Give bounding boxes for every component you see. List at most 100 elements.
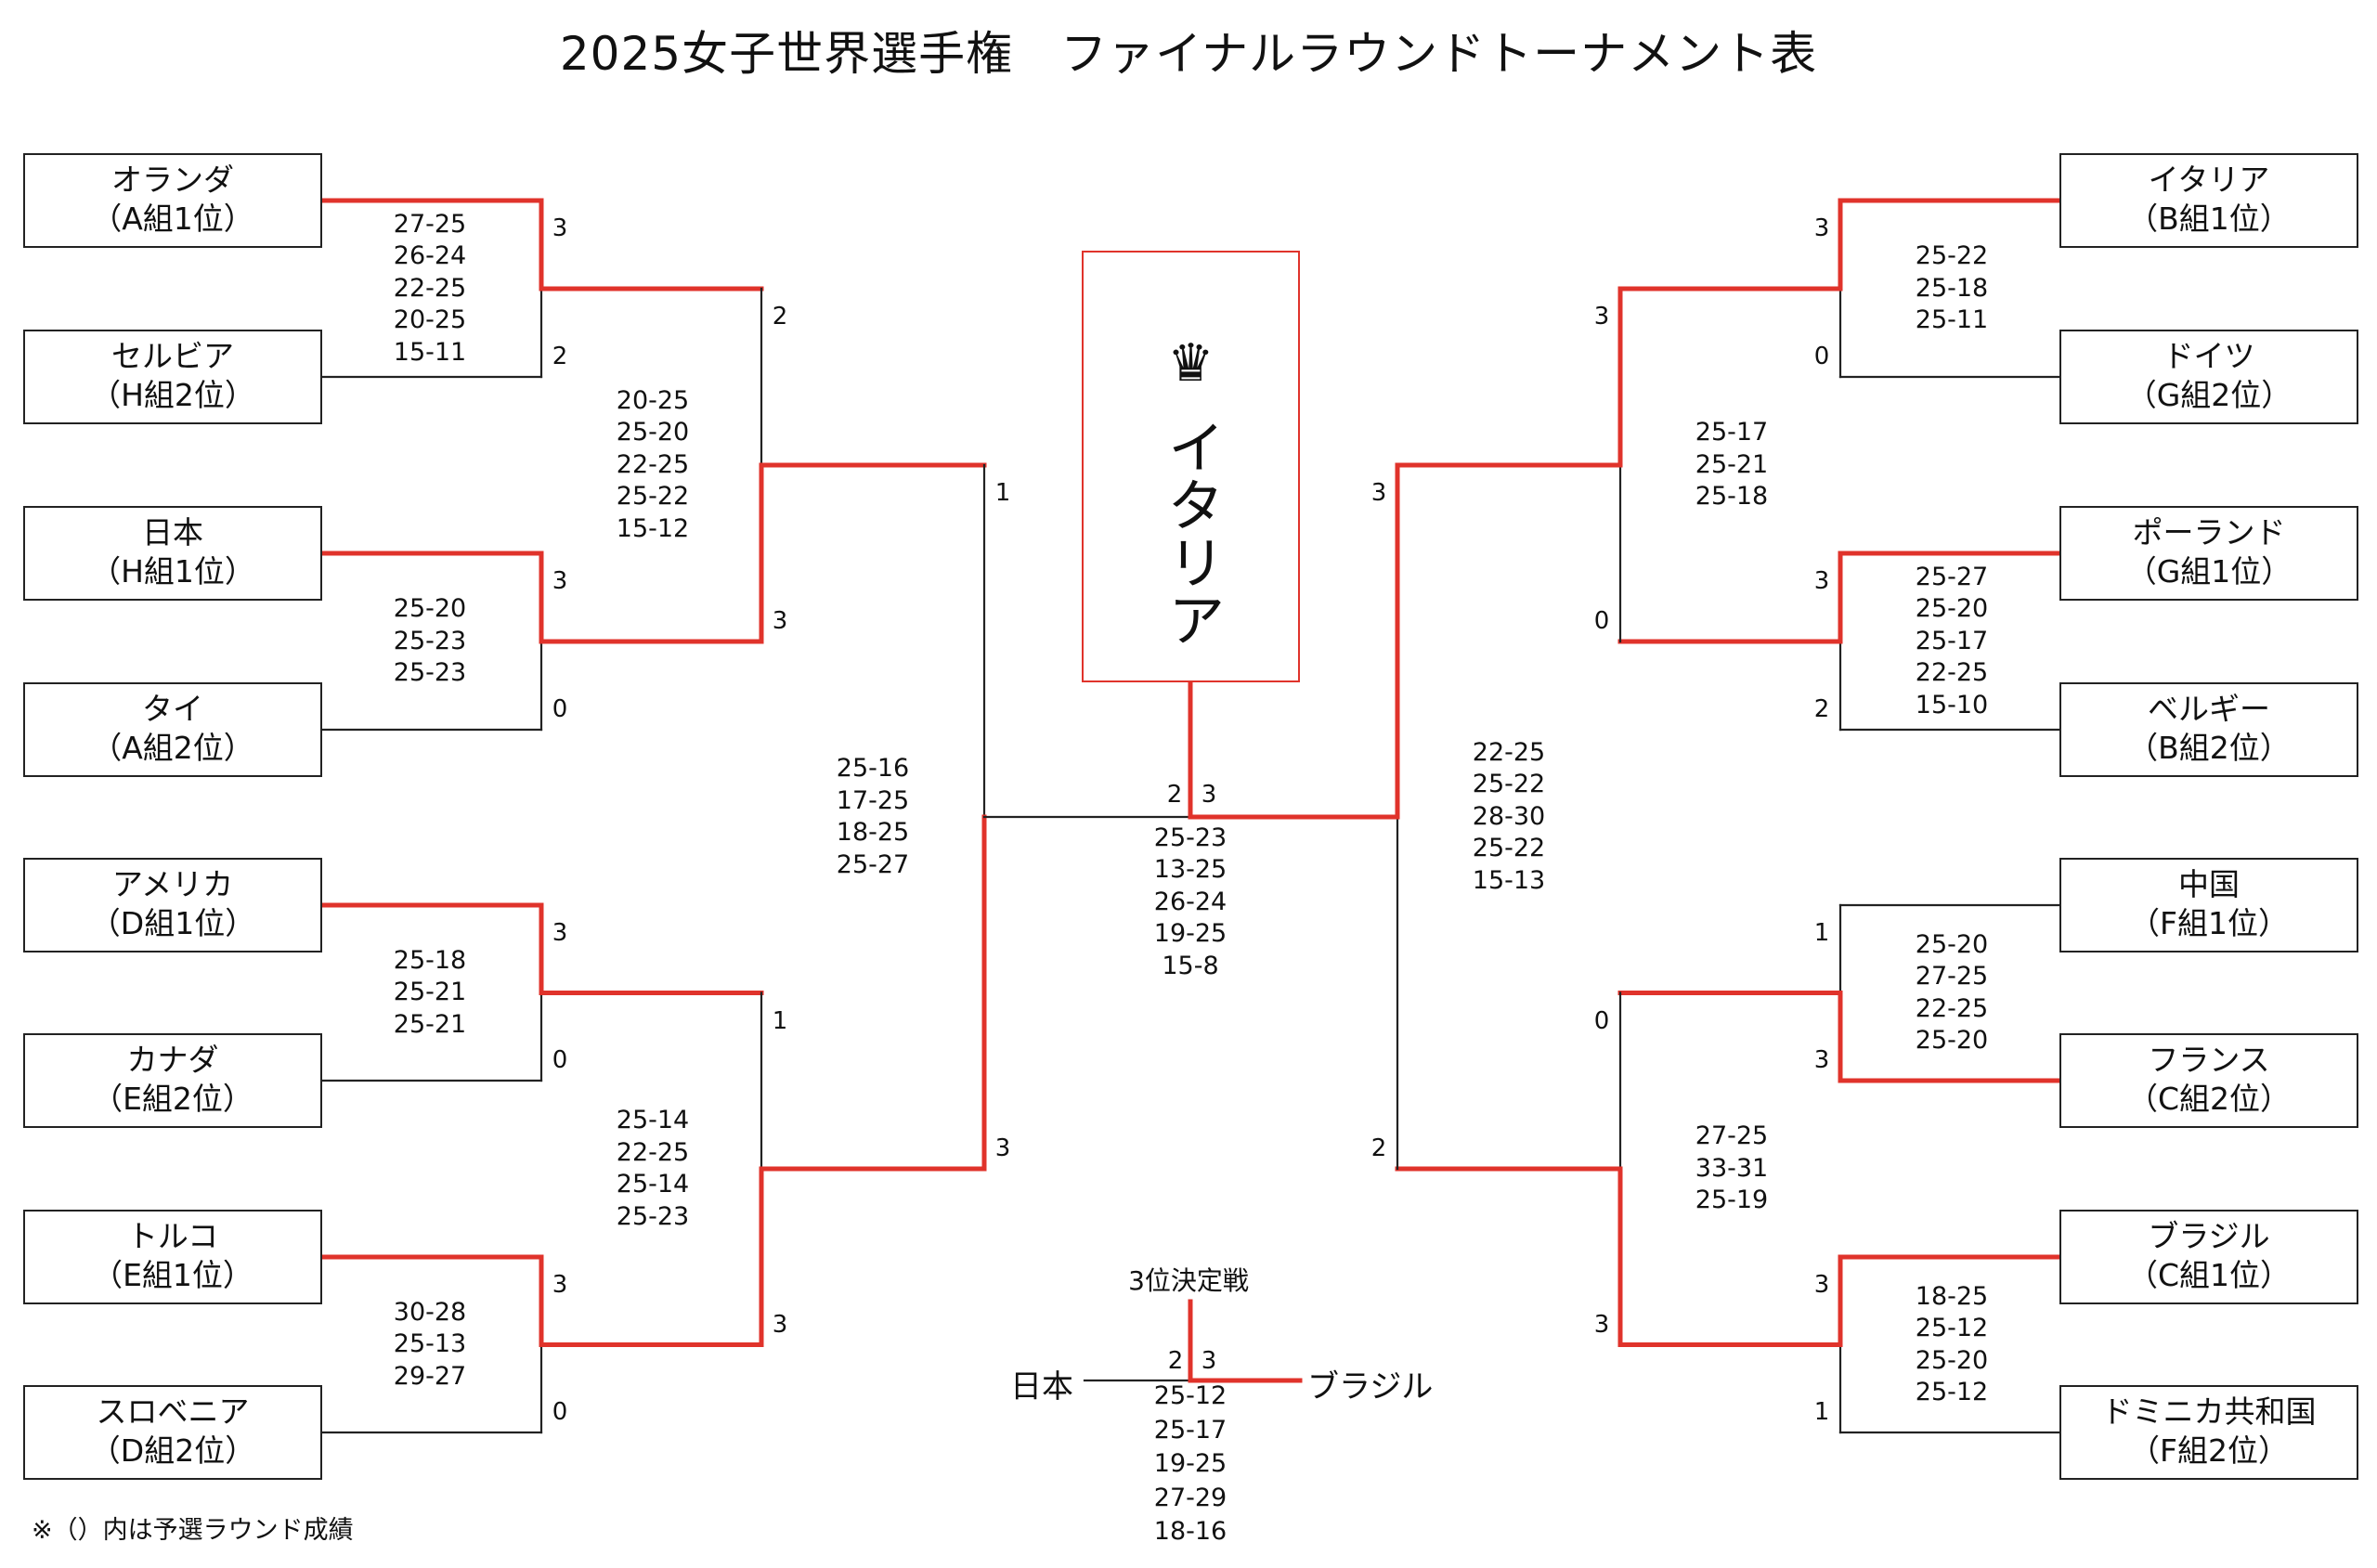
- champion-box: ♛ イタリア: [1082, 251, 1300, 682]
- set-score: 25-20: [1915, 1026, 1989, 1055]
- set-score: 25-22: [1472, 770, 1546, 799]
- set-score: 25-20: [616, 418, 690, 447]
- set-score: 18-25: [836, 818, 910, 847]
- matches-left_r1-0-score-bottom: 2: [552, 343, 568, 370]
- team-group: （H組2位）: [90, 377, 255, 413]
- team-box-left-2: 日本（H組1位）: [23, 506, 322, 601]
- set-score: 25-27: [836, 849, 910, 879]
- matches-left_r1-3-score-bottom: 0: [552, 1398, 568, 1426]
- set-score: 25-17: [1695, 418, 1769, 447]
- set-score: 22-25: [616, 449, 690, 479]
- team-group: （H組1位）: [90, 553, 255, 590]
- set-score: 33-31: [1695, 1153, 1769, 1183]
- team-box-right-6: ブラジル（C組1位）: [2059, 1210, 2358, 1304]
- team-name: ベルギー: [2148, 691, 2270, 727]
- set-score: 18-16: [1153, 1517, 1227, 1546]
- team-group: （A組2位）: [91, 730, 254, 766]
- set-score: 15-11: [393, 337, 467, 367]
- page-title: 2025女子世界選手権 ファイナルラウンドトーナメント表: [559, 27, 1818, 81]
- set-score: 25-23: [393, 626, 467, 655]
- set-score: 20-25: [616, 385, 690, 415]
- matches-left_r1-3-score-top: 3: [552, 1271, 568, 1299]
- team-box-right-7: ドミニカ共和国（F組2位）: [2059, 1385, 2358, 1480]
- team-box-left-5: カナダ（E組2位）: [23, 1033, 322, 1128]
- final-score-right: 3: [1201, 781, 1217, 809]
- set-score: 25-22: [1915, 241, 1989, 271]
- set-score: 25-27: [1915, 562, 1989, 591]
- set-score: 25-12: [1915, 1378, 1989, 1406]
- set-score: 25-20: [1915, 929, 1989, 959]
- team-box-right-1: ドイツ（G組2位）: [2059, 330, 2358, 424]
- team-box-left-0: オランダ（A組1位）: [23, 153, 322, 248]
- set-score: 25-19: [1695, 1186, 1769, 1215]
- set-score: 25-21: [1695, 449, 1769, 479]
- team-name: フランス: [2148, 1042, 2270, 1078]
- set-score: 22-25: [1915, 658, 1989, 688]
- set-score: 30-28: [393, 1297, 467, 1327]
- final-score-left: 2: [1166, 781, 1183, 809]
- team-box-right-3: ベルギー（B組2位）: [2059, 682, 2358, 777]
- set-score: 19-25: [1153, 1449, 1227, 1478]
- set-score: 28-30: [1472, 801, 1546, 831]
- team-group: （A組1位）: [91, 201, 254, 237]
- matches-right_qf-1-score-bottom: 3: [1593, 1310, 1610, 1339]
- set-score: 13-25: [1153, 855, 1227, 885]
- matches-right_r1-1-score-top: 3: [1813, 567, 1830, 595]
- team-box-left-6: トルコ（E組1位）: [23, 1210, 322, 1304]
- set-score: 22-25: [1915, 993, 1989, 1023]
- set-score: 22-25: [1472, 737, 1546, 767]
- matches-right_sf-score-top: 3: [1370, 479, 1387, 507]
- team-name: ドイツ: [2163, 338, 2255, 374]
- set-score: 22-25: [393, 273, 467, 303]
- set-score: 26-24: [393, 241, 467, 271]
- matches-left_r1-0-score-top: 3: [552, 214, 568, 242]
- matches-right_r1-3-score-bottom: 1: [1813, 1398, 1830, 1426]
- matches-left_r1-1-score-top: 3: [552, 567, 568, 595]
- footnote: ※（）内は予選ラウンド成績: [32, 1516, 354, 1545]
- matches-right_qf-1-score-top: 0: [1593, 1006, 1610, 1035]
- set-score: 20-25: [393, 305, 467, 335]
- matches-right_qf-0-score-top: 3: [1593, 303, 1610, 330]
- crown-icon: ♛: [1167, 333, 1214, 394]
- team-name: オランダ: [111, 162, 234, 198]
- matches-right_r1-3-score-top: 3: [1813, 1271, 1830, 1299]
- set-score: 18-25: [1915, 1281, 1989, 1311]
- set-score: 25-23: [393, 658, 467, 688]
- third-score-right: 3: [1201, 1347, 1217, 1375]
- team-name: ポーランド: [2132, 514, 2286, 551]
- set-score: 27-25: [1915, 962, 1989, 991]
- matches-right_r1-2-score-top: 1: [1813, 919, 1830, 947]
- set-score: 25-17: [1915, 626, 1989, 655]
- set-score: 15-8: [1162, 951, 1219, 980]
- team-box-left-7: スロベニア（D組2位）: [23, 1385, 322, 1480]
- team-box-left-3: タイ（A組2位）: [23, 682, 322, 777]
- set-score: 25-23: [616, 1201, 690, 1231]
- team-group: （D組1位）: [89, 905, 256, 941]
- third-place-right-team: ブラジル: [1307, 1368, 1434, 1406]
- set-score: 27-25: [1695, 1121, 1769, 1151]
- set-score: 17-25: [836, 785, 910, 815]
- team-name: イタリア: [2148, 162, 2270, 198]
- team-name: 中国: [2178, 866, 2240, 902]
- matches-left_qf-1-score-bottom: 3: [772, 1310, 788, 1339]
- team-group: （G組1位）: [2125, 553, 2293, 590]
- set-score: 25-12: [1153, 1381, 1227, 1410]
- team-group: （C組1位）: [2126, 1257, 2292, 1293]
- team-name: ブラジル: [2148, 1218, 2270, 1254]
- team-group: （B組1位）: [2127, 201, 2291, 237]
- third-place-left-team: 日本: [1010, 1368, 1073, 1406]
- set-score: 25-18: [393, 945, 467, 975]
- set-score: 25-21: [393, 1009, 467, 1039]
